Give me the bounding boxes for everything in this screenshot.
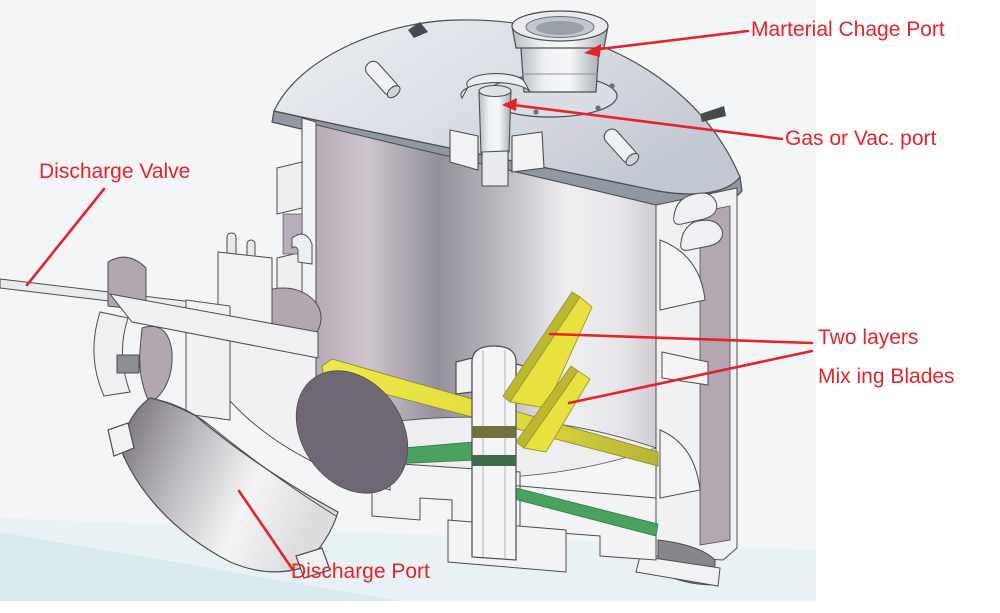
- lid-pins: [365, 60, 640, 167]
- label-two-layers-line2: Mix ing Blades: [818, 365, 955, 389]
- lid-notch-top: [408, 22, 428, 38]
- mixing-blade-paddles: [502, 291, 593, 453]
- discharge-valve-assembly: [0, 232, 409, 494]
- label-two-layers-mixing-blades: Two layers Mix ing Blades: [818, 325, 955, 389]
- label-discharge-port: Discharge Port: [291, 560, 430, 583]
- chute-neck: [108, 293, 319, 359]
- label-discharge-valve: Discharge Valve: [39, 160, 191, 183]
- annotation-leader-lines: [25, 29, 814, 572]
- lid-rim-clamps: [673, 192, 723, 251]
- agitator-shaft: [455, 345, 533, 561]
- label-material-charge-port: Marterial Chage Port: [751, 18, 945, 41]
- gas-port-scoop: [460, 73, 531, 100]
- valve-hook: [291, 233, 313, 265]
- leader-discharge-valve: [25, 187, 106, 287]
- lid-notch-right: [700, 106, 726, 122]
- right-wall-section: [635, 187, 738, 587]
- label-two-layers-line1: Two layers: [818, 326, 919, 349]
- leader-gas-vac-port: [504, 102, 784, 141]
- leader-blade-lower: [567, 349, 814, 405]
- discharge-chute: [107, 397, 339, 579]
- arrow-gas-vac-port: [502, 98, 517, 111]
- material-charge-port: [484, 10, 618, 118]
- leader-discharge-port: [237, 489, 295, 572]
- gas-vac-port: [449, 73, 545, 187]
- label-gas-vac-port: Gas or Vac. port: [785, 127, 937, 150]
- leader-blade-upper: [548, 332, 814, 345]
- elbow-opening: [295, 370, 409, 494]
- arrow-material-charge-port: [584, 44, 601, 57]
- gas-port-tube: [478, 89, 512, 154]
- leader-material-charge-port: [590, 29, 750, 52]
